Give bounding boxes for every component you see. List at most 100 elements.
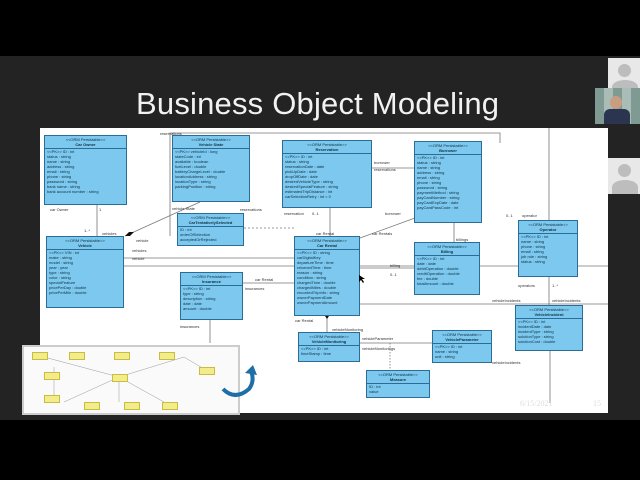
participant-body bbox=[604, 109, 630, 124]
class-name: Insurance bbox=[202, 279, 221, 284]
class-attribute: <<PK>> ID : int bbox=[417, 256, 445, 261]
class-attribute: <<PK>> ID : string bbox=[297, 250, 330, 255]
uml-class-vehicle[interactable]: <<ORM Persistable>>Vehicle<<PK>> VIN : i… bbox=[46, 236, 124, 308]
class-stereotype: <<ORM Persistable>> bbox=[309, 334, 349, 339]
class-attribute: orderOfSelection bbox=[180, 232, 211, 237]
class-stereotype: <<ORM Persistable>> bbox=[528, 222, 568, 227]
class-attribute: carSelectionRetry : int = 0 bbox=[285, 194, 331, 199]
class-attribute: ID : int bbox=[180, 227, 192, 232]
class-attribute: debitOperation : double bbox=[417, 266, 459, 271]
composition-diamond bbox=[125, 232, 134, 236]
class-attribute: job role : string bbox=[521, 254, 548, 259]
curved-arrow-icon bbox=[221, 365, 257, 397]
association-label: car Rentals bbox=[372, 231, 393, 236]
class-header: <<ORM Persistable>>VehicleMonitoring bbox=[299, 333, 359, 346]
class-name: Reservation bbox=[315, 147, 339, 152]
class-attribute: chargedTime : double bbox=[297, 280, 336, 285]
class-attribute: password : string bbox=[47, 179, 78, 184]
association-label: car Rental bbox=[295, 318, 314, 323]
association-label: car Rental bbox=[316, 231, 335, 236]
association-label: reservation bbox=[284, 211, 304, 216]
class-attribute: departureTime : time bbox=[297, 260, 334, 265]
class-header: <<ORM Persistable>>Measure bbox=[367, 371, 429, 384]
uml-class-vehiclemonitoring[interactable]: <<ORM Persistable>>VehicleMonitoring<<PK… bbox=[298, 332, 360, 362]
uml-class-borrower[interactable]: <<ORM Persistable>>Borrower<<PK>> ID : i… bbox=[414, 141, 482, 223]
class-attribute: chargedMiles : double bbox=[297, 285, 337, 290]
class-attribute: recordedTripInfo : string bbox=[297, 290, 340, 295]
class-attribute: incidentType : string bbox=[518, 329, 554, 334]
class-stereotype: <<ORM Persistable>> bbox=[442, 332, 482, 337]
association-label: vehicle bbox=[132, 256, 145, 261]
class-attribute: estimatedTripDistance : int bbox=[285, 189, 333, 194]
class-attribute: locationType : string bbox=[175, 179, 211, 184]
association-label: reservations bbox=[160, 131, 182, 136]
class-attribute: address : string bbox=[417, 170, 445, 175]
participant-tile-avatar[interactable] bbox=[608, 158, 640, 194]
association-label: vehicleIncidents bbox=[552, 298, 581, 303]
class-attribute: ownerPaymentAmount bbox=[297, 300, 338, 305]
slide-title: Business Object Modeling bbox=[136, 86, 500, 121]
assoc-borrower-rental bbox=[359, 217, 416, 239]
uml-class-cartentativelyselected[interactable]: <<ORM Persistable>>CarTentativelySelecte… bbox=[177, 213, 244, 246]
class-header: <<ORM Persistable>>Insurance bbox=[181, 273, 242, 286]
class-stereotype: <<ORM Persistable>> bbox=[65, 137, 106, 142]
class-attribute: <<PK>> ID : int bbox=[518, 319, 546, 324]
class-header: <<ORM Persistable>>Operator bbox=[519, 221, 577, 234]
class-attribute: <<PK>> vehicleId : long bbox=[175, 149, 218, 154]
class-header: <<ORM Persistable>>VehicleParameter bbox=[433, 331, 491, 344]
thumbnail-box bbox=[44, 372, 60, 380]
class-header: <<ORM Persistable>>Car Owner bbox=[45, 136, 126, 149]
association-label: car Owner bbox=[50, 207, 69, 212]
uml-class-car-rental[interactable]: <<ORM Persistable>>Car Rental<<PK>> ID :… bbox=[294, 236, 360, 316]
uml-class-insurance[interactable]: <<ORM Persistable>>Insurance<<PK>> ID : … bbox=[180, 272, 243, 320]
uml-class-car-owner[interactable]: <<ORM Persistable>>Car Owner<<PK>> ID : … bbox=[44, 135, 127, 205]
class-attribute: payCardNumber : string bbox=[417, 195, 460, 200]
class-attribute: fee : double bbox=[417, 276, 438, 281]
person-avatar-icon bbox=[618, 64, 631, 77]
class-attribute: name : string bbox=[47, 159, 71, 164]
class-attribute: type : string bbox=[49, 270, 70, 275]
class-attribute: ownerPaymentDate bbox=[297, 295, 333, 300]
association-label: insurances bbox=[245, 286, 265, 291]
uml-class-vehicleparameter[interactable]: <<ORM Persistable>>VehicleParameter<<PK>… bbox=[432, 330, 492, 363]
association-label: borrower bbox=[385, 211, 401, 216]
class-attribute: name : string bbox=[417, 165, 441, 170]
uml-class-vehicle-state[interactable]: <<ORM Persistable>>Vehicle State<<PK>> v… bbox=[172, 135, 250, 202]
uml-class-billing[interactable]: <<ORM Persistable>>Billing<<PK>> ID : in… bbox=[414, 242, 480, 295]
uml-diagram: <<ORM Persistable>>Car Owner<<PK>> ID : … bbox=[40, 128, 608, 413]
class-attribute: stateCode : int bbox=[175, 154, 201, 159]
class-header: <<ORM Persistable>>CarTentativelySelecte… bbox=[178, 214, 243, 227]
class-attribute: <<PK>> ID : int bbox=[183, 286, 211, 291]
association-label: borrower bbox=[374, 160, 390, 165]
class-attribute: fuelLevel : double bbox=[175, 164, 207, 169]
participant-face bbox=[610, 96, 622, 109]
participant-tile-video[interactable] bbox=[595, 88, 640, 124]
class-attribute: <<PK>> ID : int bbox=[417, 155, 445, 160]
uml-class-vehicleincident[interactable]: <<ORM Persistable>>VehicleIncident<<PK>>… bbox=[515, 305, 583, 351]
class-attribute: condition : string bbox=[297, 275, 327, 280]
class-attribute: status : string bbox=[47, 154, 71, 159]
class-attribute: totalAmount : double bbox=[417, 281, 454, 286]
class-attribute: carDigitalKey bbox=[297, 255, 321, 260]
class-attribute: batteryChargeLevel : double bbox=[175, 169, 226, 174]
class-stereotype: <<ORM Persistable>> bbox=[307, 238, 347, 243]
slide-page-number: 15 bbox=[593, 399, 601, 408]
class-attribute: name : string bbox=[435, 349, 459, 354]
class-attribute: email : string bbox=[521, 249, 544, 254]
class-attribute: make : string bbox=[49, 255, 72, 260]
uml-class-reservation[interactable]: <<ORM Persistable>>Reservation<<PK>> ID … bbox=[282, 140, 372, 208]
class-name: CarTentativelySelected bbox=[188, 220, 233, 225]
uml-class-operator[interactable]: <<ORM Persistable>>Operator<<PK>> ID : i… bbox=[518, 220, 578, 277]
association-label: vehicleMonitoring bbox=[332, 327, 364, 332]
association-label: billing bbox=[390, 263, 401, 268]
thumbnail-box bbox=[112, 374, 128, 382]
association-label: car Rental bbox=[255, 277, 274, 282]
association-label: 1 bbox=[99, 207, 102, 212]
class-stereotype: <<ORM Persistable>> bbox=[191, 274, 232, 279]
association-label: vehicleIncidents bbox=[492, 298, 521, 303]
class-name: Car Owner bbox=[75, 142, 96, 147]
class-name: Billing bbox=[440, 249, 454, 254]
class-attribute: incidentDate : date bbox=[518, 324, 552, 329]
association-label: vehicleParameter bbox=[362, 336, 394, 341]
